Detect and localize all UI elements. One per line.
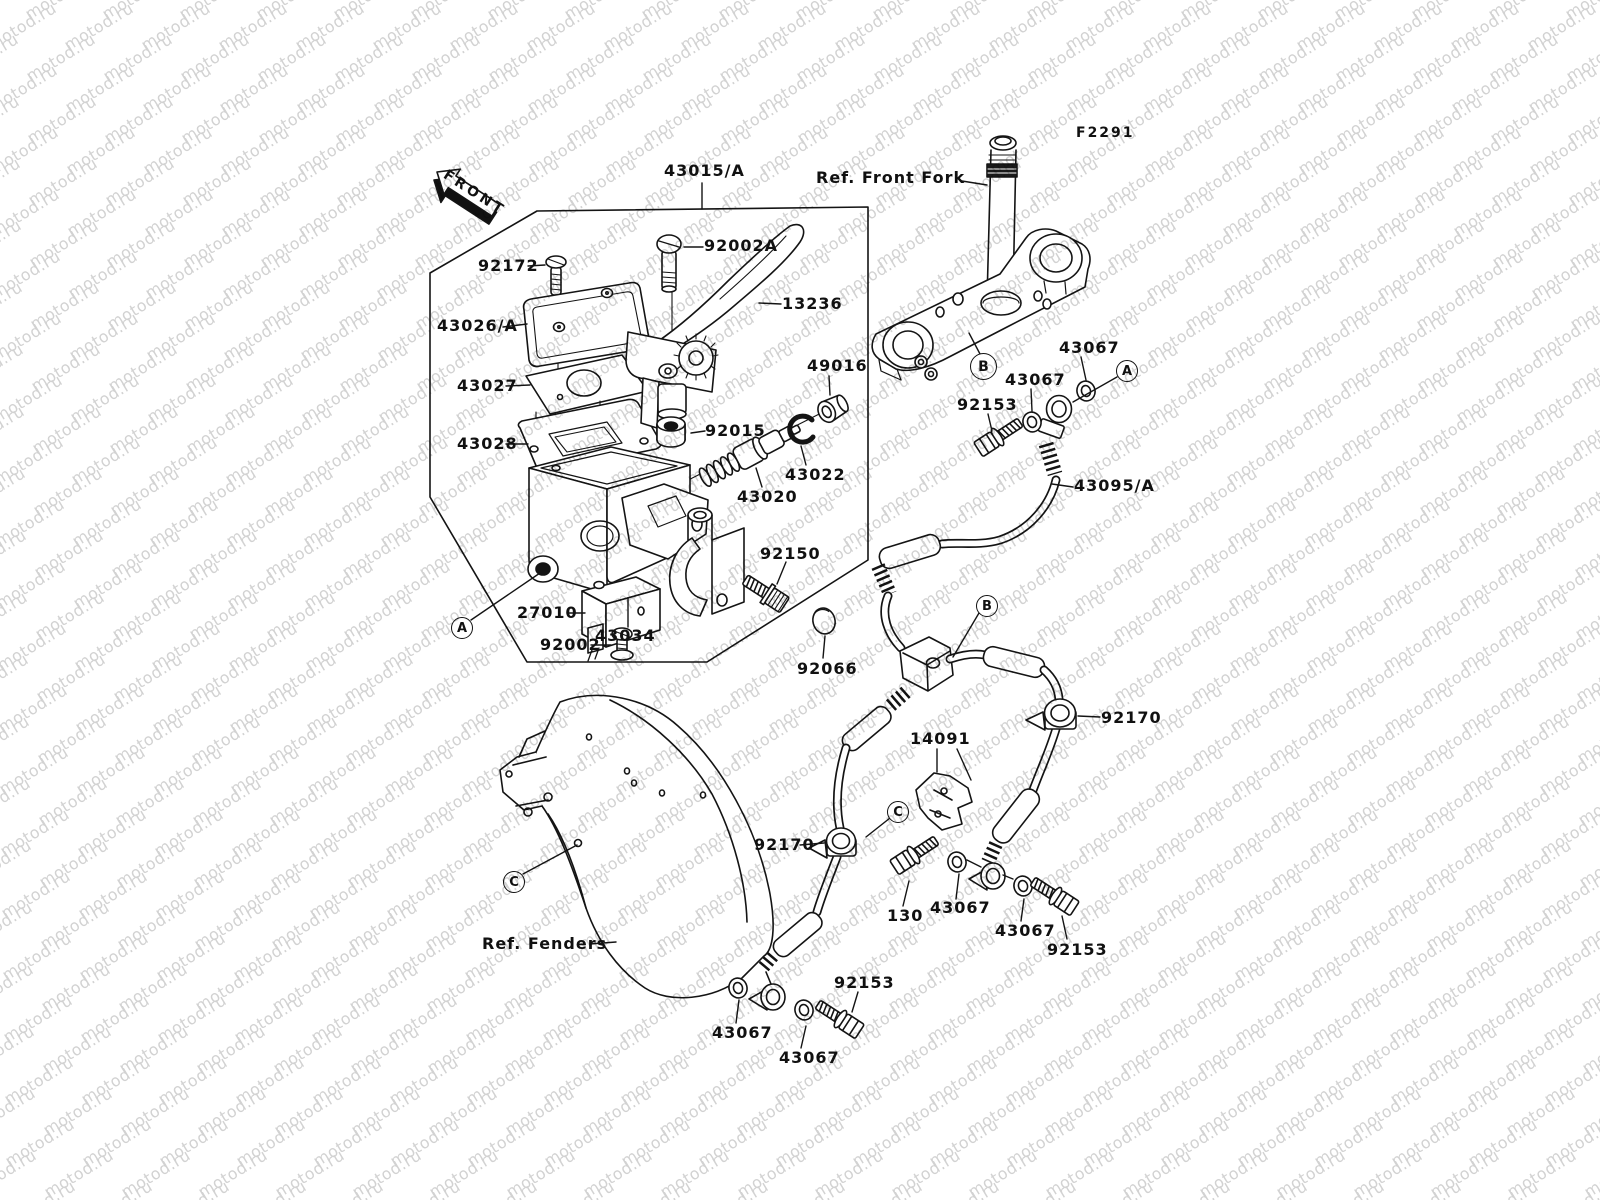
ref-front-fork-label: Ref. Front Fork — [816, 168, 966, 187]
ref-fenders-label: Ref. Fenders — [482, 934, 608, 953]
callout-c-hose: C — [887, 801, 909, 823]
bolt-92002a — [656, 234, 682, 293]
part-label-43067-ml: 43067 — [930, 898, 991, 917]
hose-clamp-14091 — [915, 772, 973, 831]
part-label-49016: 49016 — [807, 356, 868, 375]
front-arrow-label: FRONT — [440, 167, 509, 220]
brake-hose-43095 — [725, 378, 1099, 1041]
part-label-43022: 43022 — [785, 465, 846, 484]
part-label-43026a: 43026/A — [437, 316, 518, 335]
part-label-43067-t1: 43067 — [1059, 338, 1120, 357]
callout-a-right: A — [1116, 360, 1138, 382]
part-label-92170-r: 92170 — [1101, 708, 1162, 727]
part-label-43020: 43020 — [737, 487, 798, 506]
part-label-92066: 92066 — [797, 659, 858, 678]
part-label-92172: 92172 — [478, 256, 539, 275]
callout-b-top: B — [970, 353, 997, 380]
brake-lever-13236 — [625, 223, 805, 429]
callout-b-mid: B — [976, 595, 998, 617]
part-label-43067-t2: 43067 — [1005, 370, 1066, 389]
part-label-14091: 14091 — [910, 729, 971, 748]
front-fender-drawing — [499, 694, 774, 999]
part-label-92153-b: 92153 — [834, 973, 895, 992]
clamp-43034 — [668, 507, 745, 617]
screw-92172 — [545, 255, 567, 296]
callout-c-fender: C — [503, 871, 525, 893]
part-label-43015a: 43015/A — [664, 161, 745, 180]
part-label-92002a: 92002A — [704, 236, 779, 255]
figure-code: F2291 — [1076, 125, 1135, 141]
front-arrow — [433, 168, 501, 225]
leader-lines — [470, 180, 1118, 1049]
hose-clamp-92170-left — [808, 827, 857, 859]
part-label-43067-mr: 43067 — [995, 921, 1056, 940]
part-label-92015: 92015 — [705, 421, 766, 440]
part-label-92153-t: 92153 — [957, 395, 1018, 414]
part-label-43027: 43027 — [457, 376, 518, 395]
nut-92015 — [656, 416, 686, 448]
part-label-92153-m: 92153 — [1047, 940, 1108, 959]
part-label-130: 130 — [887, 906, 924, 925]
triple-clamp-drawing — [871, 135, 1091, 381]
screw-92002 — [610, 627, 634, 661]
part-label-27010: 27010 — [517, 603, 578, 622]
part-label-43028: 43028 — [457, 434, 518, 453]
hose-clamp-92170-right — [1025, 698, 1077, 731]
part-label-92170-l: 92170 — [754, 835, 815, 854]
cap-92066 — [812, 607, 836, 635]
bolt-92150 — [742, 574, 790, 613]
circlip-43022 — [787, 413, 816, 445]
piston-assembly-43020 — [698, 424, 801, 488]
callout-a-left: A — [451, 617, 473, 639]
part-label-43067-br: 43067 — [779, 1048, 840, 1067]
cup-49016 — [817, 394, 849, 424]
part-label-13236: 13236 — [782, 294, 843, 313]
part-label-43034: 43034 — [595, 626, 656, 645]
assembly-group-box — [429, 206, 869, 663]
part-label-43095a: 43095/A — [1074, 476, 1155, 495]
master-cylinder-assembly — [517, 223, 849, 662]
part-label-92002: 92002 — [540, 635, 601, 654]
part-label-92150: 92150 — [760, 544, 821, 563]
part-label-43067-bl: 43067 — [712, 1023, 773, 1042]
